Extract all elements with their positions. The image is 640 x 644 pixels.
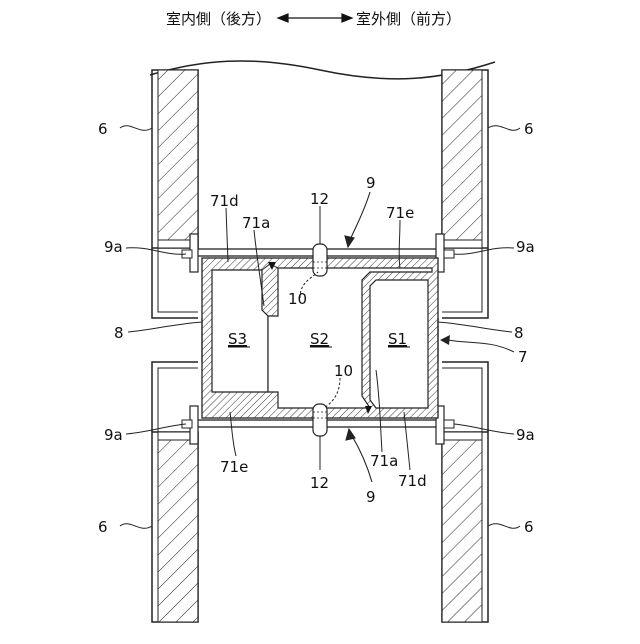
label-connector-bottom: 9	[366, 488, 376, 506]
double-arrow-icon	[278, 14, 352, 22]
label-space-s1: S1	[388, 330, 407, 348]
label-space-s3: S3	[228, 330, 247, 348]
right-lower-panel	[442, 362, 488, 622]
header-outdoor-label: 室外側（前方）	[356, 10, 461, 28]
arrow-connector-bottom	[346, 429, 372, 482]
label-cavity-bottom: 10	[334, 362, 353, 380]
label-web-d-top: 71d	[210, 192, 239, 210]
label-bracket-top-left: 9a	[104, 238, 123, 256]
label-screw-bottom: 12	[310, 474, 329, 492]
label-wall-top-right: 6	[524, 120, 534, 138]
label-web-e-top: 71e	[386, 204, 414, 222]
label-cavity-top: 10	[288, 290, 307, 308]
screw-bottom	[313, 404, 327, 436]
left-lower-panel	[152, 362, 198, 622]
label-web-d-bottom: 71d	[398, 472, 427, 490]
label-wall-top-left: 6	[98, 120, 108, 138]
label-connector-top: 9	[366, 174, 376, 192]
label-web-e-bottom: 71e	[220, 458, 248, 476]
left-upper-panel	[152, 70, 198, 318]
label-gasket-left: 8	[114, 324, 124, 342]
label-gasket-right: 8	[514, 324, 524, 342]
header-indoor-label: 室内側（後方）	[166, 10, 271, 28]
arrow-connector-top	[345, 192, 370, 247]
screw-top	[313, 244, 327, 276]
right-upper-panel	[442, 70, 488, 318]
label-frame: 7	[518, 348, 528, 366]
label-web-a-top: 71a	[242, 214, 270, 232]
label-bracket-bottom-left: 9a	[104, 426, 123, 444]
label-bracket-bottom-right: 9a	[516, 426, 535, 444]
label-wall-bottom-left: 6	[98, 518, 108, 536]
arrow-frame-head	[440, 335, 450, 345]
label-wall-bottom-right: 6	[524, 518, 534, 536]
label-screw-top: 12	[310, 190, 329, 208]
label-space-s2: S2	[310, 330, 329, 348]
label-web-a-bottom: 71a	[370, 452, 398, 470]
label-bracket-top-right: 9a	[516, 238, 535, 256]
